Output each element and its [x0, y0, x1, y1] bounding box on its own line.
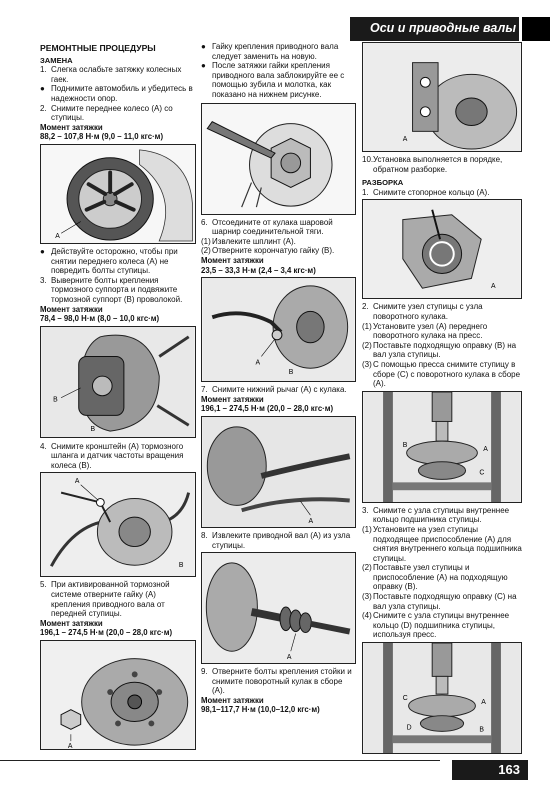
figure-drive-shaft: A [201, 552, 356, 665]
figure-chisel-lock [201, 102, 356, 215]
step: 2.Снимите узел ступицы с узла поворотног… [362, 302, 483, 321]
substep: (3)С помощью пресса снимите ступицу в сб… [362, 359, 521, 389]
step: 7.Снимите нижний рычаг (A) с кулака. [201, 385, 347, 395]
subsection-heading: ЗАМЕНА [40, 55, 73, 65]
figure-label: A [491, 284, 496, 291]
step: 1.Снимите стопорное кольцо (A). [362, 187, 490, 197]
figure-label: C [403, 695, 408, 702]
figure-label: B [479, 726, 484, 733]
torque-value: 88,2 – 107,8 Н·м (9,0 – 11,0 кгс·м) [40, 132, 164, 142]
torque-value: 196,1 – 274,5 Н·м (20,0 – 28,0 кгс·м) [201, 404, 334, 414]
step: 6.Отсоедините от кулака шаровой шарнир с… [201, 217, 333, 237]
figure-label: A [308, 518, 313, 525]
torque-value: 78,4 – 98,0 Н·м (8,0 – 10,0 кгс·м) [40, 314, 160, 324]
figure-wheel: A [40, 143, 196, 244]
torque-label: Момент затяжки [201, 255, 264, 265]
figure-label: B [179, 563, 184, 570]
figure-label: A [403, 136, 408, 143]
figure-label: A [255, 359, 260, 366]
substep: (1)Установите узел (A) переднего поворот… [362, 321, 488, 341]
torque-label: Момент затяжки [40, 304, 103, 314]
figure-label: B [403, 442, 408, 449]
step: 1.Слегка ослабьте затяжку колесных гаек. [40, 65, 182, 84]
figure-hub-nut: A [40, 640, 196, 751]
figure-snap-ring: A [362, 199, 522, 300]
step: 9.Отверните болты крепления стойки и сни… [201, 667, 352, 696]
figure-label: A [75, 478, 80, 485]
substep: (4)Снимите с узла ступицы внутреннее кол… [362, 611, 510, 640]
bullet: ●Гайку крепления приводного вала следует… [201, 42, 339, 61]
figure-inner-race: C A D B [362, 642, 522, 755]
torque-value: 23,5 – 33,3 Н·м (2,4 – 3,4 кгс·м) [201, 265, 316, 275]
header-title: Оси и приводные валы [370, 21, 516, 35]
page-number: 163 [452, 760, 528, 780]
torque-label: Момент затяжки [201, 695, 264, 705]
column-1: РЕМОНТНЫЕ ПРОЦЕДУРЫ ЗАМЕНА 1.Слегка осла… [40, 43, 196, 751]
substep: (2)Поставьте узел ступицы и приспособлен… [362, 563, 508, 592]
step: 3.Выверните болты крепления тормозного с… [40, 275, 183, 304]
figure-label: A [287, 654, 292, 661]
step: 4.Снимите кронштейн (A) тормозного шланг… [40, 441, 184, 470]
torque-label: Момент затяжки [201, 394, 264, 404]
section-heading: РЕМОНТНЫЕ ПРОЦЕДУРЫ [40, 43, 156, 53]
step: 5.При активированной тормозной системе о… [40, 580, 170, 619]
header-tab [519, 17, 550, 41]
figure-knuckle-bolts: A [362, 42, 522, 152]
figure-brake-hose: A B [40, 472, 196, 578]
figure-label: B [91, 426, 96, 433]
figure-label: A [68, 743, 73, 749]
step: 3.Снимите с узла ступицы внутреннее коль… [362, 505, 510, 525]
step: 2.Снимите переднее колесо (A) со ступицы… [40, 103, 173, 123]
figure-caliper: B B [40, 325, 196, 438]
figure-press-hub: B A C [362, 390, 522, 503]
torque-label: Момент затяжки [40, 618, 103, 628]
figure-tie-rod: A B [201, 277, 356, 383]
column-3: A 10.Установка выполняется в порядке, об… [362, 42, 522, 755]
figure-label: D [407, 724, 412, 731]
step: 8.Извлеките приводной вал (A) из узла ст… [201, 530, 351, 550]
step: 10.Установка выполняется в порядке, обра… [362, 155, 503, 174]
torque-value: 196,1 – 274,5 Н·м (20,0 – 28,0 кгс·м) [40, 628, 173, 638]
substep: (1)Извлеките шплинт (A). [201, 236, 296, 246]
figure-label: A [481, 699, 486, 706]
torque-label: Момент затяжки [40, 122, 103, 132]
figure-label: A [483, 446, 488, 453]
figure-lower-arm: A [201, 415, 356, 528]
figure-label: B [289, 369, 294, 376]
substep: (2)Поставьте подходящую оправку (B) на в… [362, 340, 517, 360]
figure-label: C [479, 469, 484, 476]
substep: (1)Установите на узел ступицы подходящее… [362, 524, 522, 563]
figure-label: B [53, 396, 58, 403]
bullet: ●Поднимите автомобиль и убедитесь в наде… [40, 84, 193, 103]
column-2: ●Гайку крепления приводного вала следует… [201, 42, 356, 715]
figure-label: A [55, 233, 60, 240]
subsection-heading: РАЗБОРКА [362, 178, 404, 188]
substep: (3)Поставьте подходящую оправку (C) на в… [362, 592, 517, 611]
footer-rule [0, 760, 440, 761]
substep: (2)Отверните корончатую гайку (B). [201, 246, 335, 256]
bullet: ●После затяжки гайки крепления приводног… [201, 61, 345, 99]
page-header: Оси и приводные валы [350, 17, 550, 41]
torque-value: 98,1–117,7 Н·м (10,0–12,0 кгс·м) [201, 705, 320, 715]
bullet: ●Действуйте осторожно, чтобы при снятии … [40, 246, 178, 276]
